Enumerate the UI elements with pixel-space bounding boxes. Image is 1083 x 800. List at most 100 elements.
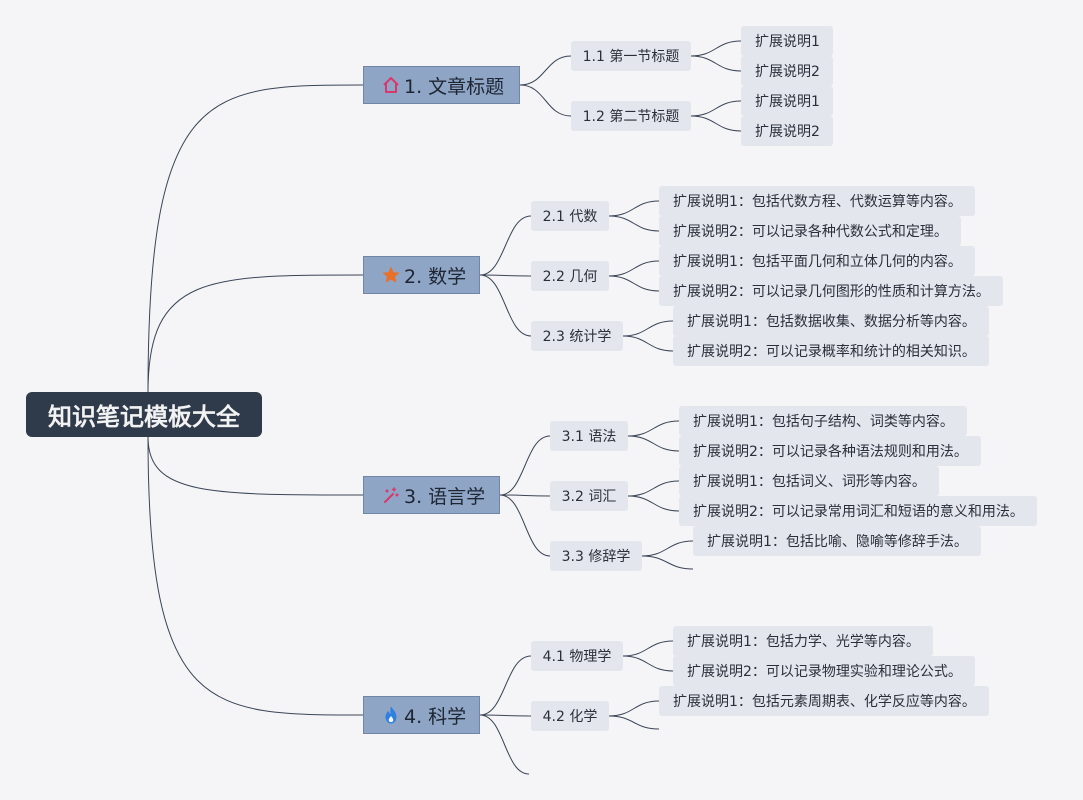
connector-line bbox=[608, 275, 660, 292]
connector-line bbox=[690, 115, 742, 132]
topic-label: 2. 数学 bbox=[404, 265, 467, 288]
leaf-label: 扩展说明2：可以记录概率和统计的相关知识。 bbox=[687, 344, 976, 360]
subtopic-label: 3.2 词汇 bbox=[561, 489, 617, 505]
leaf-note[interactable]: 扩展说明2：可以记录物理实验和理论公式。 bbox=[673, 656, 975, 686]
connector-line bbox=[147, 274, 364, 393]
leaf-label: 扩展说明2 bbox=[755, 64, 820, 80]
subtopic-1-2[interactable]: 1.2 第二节标题 bbox=[571, 101, 691, 131]
leaf-note[interactable]: 扩展说明2 bbox=[741, 56, 833, 86]
leaf-note[interactable]: 扩展说明1：包括数据收集、数据分析等内容。 bbox=[673, 306, 989, 336]
subtopic-label: 4.1 物理学 bbox=[542, 649, 612, 665]
leaf-label: 扩展说明2：可以记录各种代数公式和定理。 bbox=[673, 224, 948, 240]
flame-icon bbox=[380, 704, 402, 726]
connector-line bbox=[690, 40, 742, 57]
topic-math[interactable]: 2. 数学 bbox=[363, 256, 480, 294]
connector-line bbox=[147, 436, 364, 716]
subtopic-2-3[interactable]: 2.3 统计学 bbox=[531, 321, 623, 351]
connector-line bbox=[479, 274, 532, 337]
connector-line bbox=[608, 715, 660, 730]
subtopic-3-3[interactable]: 3.3 修辞学 bbox=[550, 541, 642, 571]
leaf-note[interactable]: 扩展说明1：包括比喻、隐喻等修辞手法。 bbox=[693, 526, 981, 556]
leaf-note[interactable]: 扩展说明1：包括平面几何和立体几何的内容。 bbox=[659, 246, 975, 276]
leaf-label: 扩展说明2：可以记录物理实验和理论公式。 bbox=[687, 664, 962, 680]
leaf-label: 扩展说明2：可以记录几何图形的性质和计算方法。 bbox=[673, 284, 990, 300]
topic-science[interactable]: 4. 科学 bbox=[363, 696, 480, 734]
root-topic-label: 知识笔记模板大全 bbox=[48, 403, 240, 431]
root-topic[interactable]: 知识笔记模板大全 bbox=[26, 392, 262, 437]
connector-line bbox=[479, 714, 532, 717]
subtopic-2-2[interactable]: 2.2 几何 bbox=[531, 261, 609, 291]
connector-line bbox=[622, 335, 674, 352]
leaf-note[interactable]: 扩展说明2：可以记录各种语法规则和用法。 bbox=[679, 436, 981, 466]
leaf-label: 扩展说明1：包括代数方程、代数运算等内容。 bbox=[673, 194, 962, 210]
subtopic-4-1[interactable]: 4.1 物理学 bbox=[531, 641, 623, 671]
topic-article-title[interactable]: 1. 文章标题 bbox=[363, 66, 520, 104]
connector-line bbox=[479, 714, 530, 775]
leaf-label: 扩展说明1：包括力学、光学等内容。 bbox=[687, 634, 920, 650]
subtopic-2-1[interactable]: 2.1 代数 bbox=[531, 201, 609, 231]
leaf-label: 扩展说明2：可以记录各种语法规则和用法。 bbox=[693, 444, 968, 460]
subtopic-label: 1.1 第一节标题 bbox=[582, 49, 680, 65]
connector-line bbox=[479, 655, 532, 716]
leaf-label: 扩展说明1 bbox=[755, 34, 820, 50]
subtopic-label: 1.2 第二节标题 bbox=[582, 109, 680, 125]
home-icon bbox=[380, 74, 402, 96]
connector-line bbox=[479, 274, 532, 277]
subtopic-label: 3.1 语法 bbox=[561, 429, 617, 445]
connector-line bbox=[627, 480, 680, 497]
connector-line bbox=[622, 640, 674, 657]
leaf-note[interactable]: 扩展说明2 bbox=[741, 116, 833, 146]
connector-line bbox=[499, 435, 551, 496]
topic-label: 4. 科学 bbox=[404, 705, 467, 728]
subtopic-label: 3.3 修辞学 bbox=[561, 549, 631, 565]
connector-line bbox=[608, 215, 660, 232]
leaf-note[interactable]: 扩展说明1：包括词义、词形等内容。 bbox=[679, 466, 939, 496]
leaf-note[interactable]: 扩展说明1：包括句子结构、词类等内容。 bbox=[679, 406, 967, 436]
connector-line bbox=[690, 55, 742, 72]
leaf-label: 扩展说明1：包括数据收集、数据分析等内容。 bbox=[687, 314, 976, 330]
topic-label: 1. 文章标题 bbox=[404, 75, 505, 98]
leaf-label: 扩展说明2 bbox=[755, 124, 820, 140]
connector-line bbox=[608, 200, 660, 217]
leaf-note[interactable]: 扩展说明1 bbox=[741, 86, 833, 116]
connector-line bbox=[622, 320, 674, 337]
leaf-note[interactable]: 扩展说明2：可以记录各种代数公式和定理。 bbox=[659, 216, 961, 246]
connector-line bbox=[519, 84, 572, 117]
subtopic-label: 2.1 代数 bbox=[542, 209, 598, 225]
leaf-note[interactable]: 扩展说明2：可以记录常用词汇和短语的意义和用法。 bbox=[679, 496, 1037, 526]
connector-line bbox=[499, 494, 551, 557]
connector-line bbox=[147, 84, 364, 393]
subtopic-3-1[interactable]: 3.1 语法 bbox=[550, 421, 628, 451]
star-icon bbox=[380, 264, 402, 286]
leaf-note[interactable]: 扩展说明1：包括力学、光学等内容。 bbox=[673, 626, 933, 656]
connector-line bbox=[499, 494, 551, 497]
leaf-label: 扩展说明1：包括比喻、隐喻等修辞手法。 bbox=[707, 534, 968, 550]
subtopic-1-1[interactable]: 1.1 第一节标题 bbox=[571, 41, 691, 71]
connector-line bbox=[479, 215, 532, 276]
leaf-label: 扩展说明1：包括词义、词形等内容。 bbox=[693, 474, 926, 490]
connector-line bbox=[690, 100, 742, 117]
leaf-note[interactable]: 扩展说明1：包括代数方程、代数运算等内容。 bbox=[659, 186, 975, 216]
connector-line bbox=[622, 655, 674, 672]
connector-line bbox=[627, 435, 680, 452]
connector-line bbox=[608, 700, 660, 717]
connector-line bbox=[641, 555, 694, 570]
connector-line bbox=[627, 420, 680, 437]
connector-line bbox=[519, 55, 572, 86]
leaf-note[interactable]: 扩展说明1：包括元素周期表、化学反应等内容。 bbox=[659, 686, 989, 716]
subtopic-label: 2.2 几何 bbox=[542, 269, 598, 285]
leaf-note[interactable]: 扩展说明1 bbox=[741, 26, 833, 56]
connector-line bbox=[641, 540, 694, 557]
connector-line bbox=[627, 495, 680, 512]
subtopic-4-2[interactable]: 4.2 化学 bbox=[531, 701, 609, 731]
subtopic-3-2[interactable]: 3.2 词汇 bbox=[550, 481, 628, 511]
connector-line bbox=[147, 436, 364, 496]
leaf-label: 扩展说明1 bbox=[755, 94, 820, 110]
topic-linguistics[interactable]: 3. 语言学 bbox=[363, 476, 500, 514]
leaf-label: 扩展说明1：包括句子结构、词类等内容。 bbox=[693, 414, 954, 430]
leaf-note[interactable]: 扩展说明2：可以记录概率和统计的相关知识。 bbox=[673, 336, 989, 366]
magic-wand-icon bbox=[380, 484, 402, 506]
connector-line bbox=[608, 260, 660, 277]
leaf-note[interactable]: 扩展说明2：可以记录几何图形的性质和计算方法。 bbox=[659, 276, 1003, 306]
